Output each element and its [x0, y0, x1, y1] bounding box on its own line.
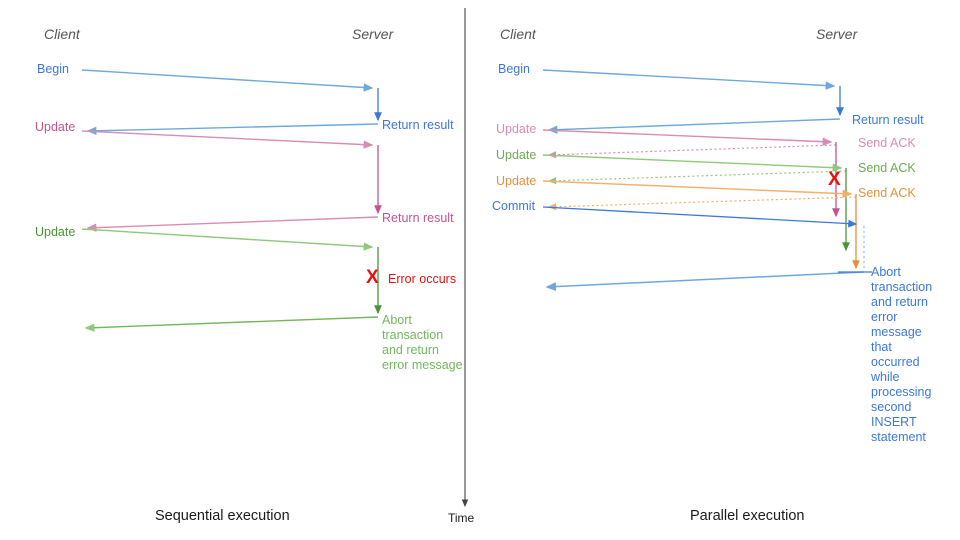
- parallel-server-label-send-ack-1: Send ACK: [858, 136, 916, 150]
- parallel-client-label-begin: Begin: [498, 62, 530, 76]
- parallel-client-label-update-3: Update: [496, 174, 537, 188]
- sequential-client-label-update-1: Update: [35, 120, 76, 134]
- parallel-server-label-send-ack-3: Send ACK: [858, 186, 916, 200]
- arrow-p-begin-return: [547, 118, 841, 134]
- arrow-p-begin-request: [542, 69, 836, 90]
- arrow-p-update1-ack: [547, 144, 837, 159]
- arrow-p-update2-ack: [547, 170, 847, 185]
- arrow-p-update3-request: [542, 180, 853, 198]
- parallel-client-label-update-2: Update: [496, 148, 537, 162]
- caption-sequential: Sequential execution: [155, 508, 290, 524]
- parallel-client-label-update-1: Update: [496, 122, 537, 136]
- parallel-panel-arrows: [542, 69, 872, 292]
- arrow-begin-request: [81, 69, 374, 92]
- sequential-client-header: Client: [44, 26, 80, 42]
- parallel-server-header: Server: [816, 26, 858, 42]
- sequential-server-label-error-occurs: Error occurs: [388, 272, 457, 286]
- arrow-p-update3-ack: [547, 196, 857, 211]
- arrow-p-abort-return: [545, 271, 865, 292]
- sequential-server-label-return-result-2: Return result: [382, 211, 454, 225]
- arrow-update1-request: [81, 130, 374, 149]
- sequential-client-label-update-2: Update: [35, 225, 76, 239]
- error-x-icon-sequential: X: [366, 267, 379, 288]
- parallel-server-label-abort-message: Abort transaction and return error messa…: [871, 265, 933, 444]
- arrow-p-commit-request: [542, 206, 858, 228]
- sequential-panel-arrows: [81, 69, 382, 332]
- caption-parallel: Parallel execution: [690, 508, 805, 524]
- parallel-client-label-commit: Commit: [492, 199, 536, 213]
- arrow-update2-request: [81, 228, 374, 251]
- arrow-begin-return: [86, 123, 379, 135]
- error-x-icon-parallel: X: [828, 169, 841, 190]
- parallel-client-header: Client: [500, 26, 536, 42]
- arrow-p-update2-request: [542, 154, 843, 172]
- parallel-server-label-send-ack-2: Send ACK: [858, 161, 916, 175]
- arrow-update1-return: [86, 216, 379, 232]
- time-axis-label: Time: [448, 511, 475, 525]
- parallel-server-label-return-result: Return result: [852, 113, 924, 127]
- arrow-abort-return: [84, 316, 379, 332]
- sequential-server-header: Server: [352, 26, 394, 42]
- arrow-p-update1-request: [542, 129, 833, 146]
- sequential-client-label-begin: Begin: [37, 62, 69, 76]
- sequential-server-label-abort-message: Abort transaction and return error messa…: [382, 313, 463, 372]
- sequential-server-label-return-result-1: Return result: [382, 118, 454, 132]
